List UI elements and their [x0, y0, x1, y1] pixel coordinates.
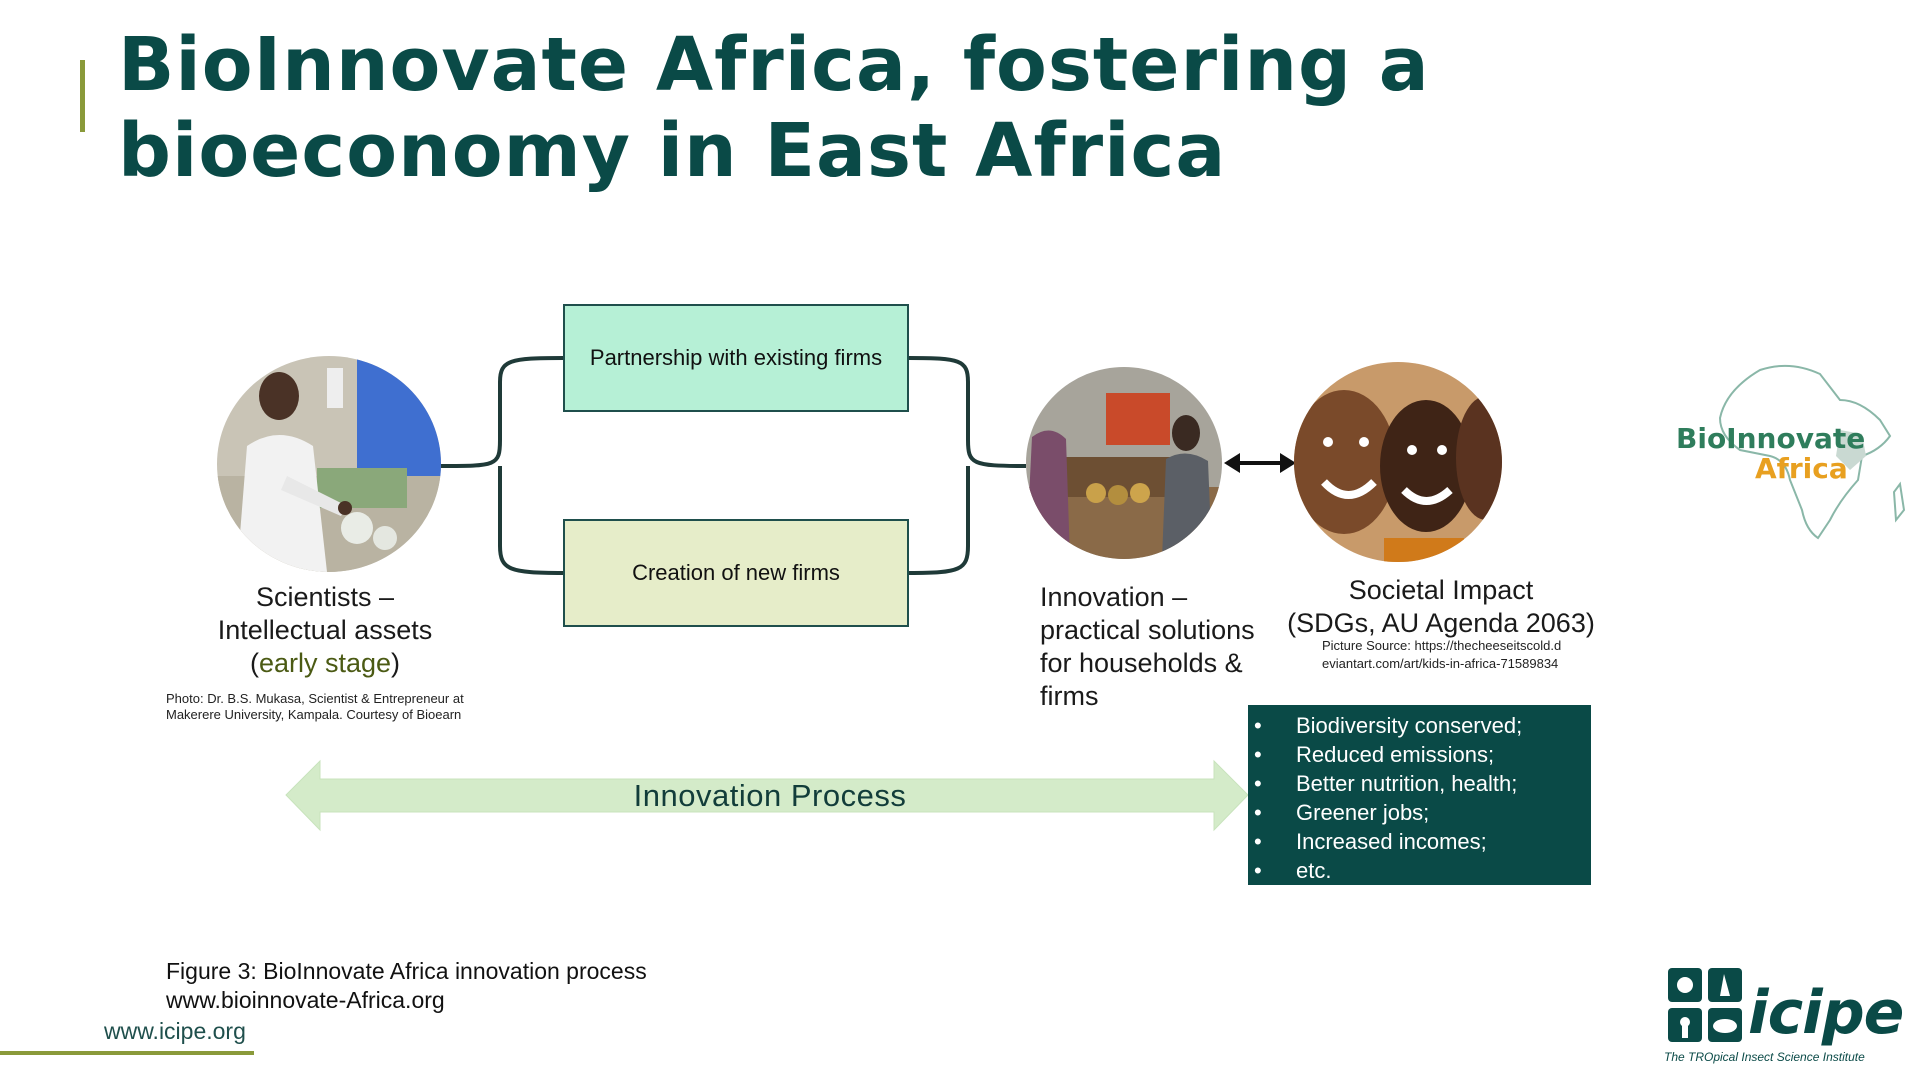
bioinnovate-logo-text: BioInnovate	[1676, 422, 1866, 455]
title-line-1: BioInnovate Africa, fostering a	[118, 22, 1430, 108]
innovation-line-1: Innovation –	[1040, 582, 1188, 612]
creation-box: Creation of new firms	[563, 519, 909, 627]
paren-close: )	[391, 648, 401, 678]
societal-impact-label: Societal Impact (SDGs, AU Agenda 2063)	[1276, 574, 1606, 640]
impact-item: Better nutrition, health;	[1248, 769, 1591, 798]
caption-line-2: www.bioinnovate-Africa.org	[166, 987, 445, 1013]
impact-line-1: Societal Impact	[1348, 575, 1534, 605]
figure-caption: Figure 3: BioInnovate Africa innovation …	[166, 957, 866, 1015]
photo-credit: Photo: Dr. B.S. Mukasa, Scientist & Entr…	[166, 691, 464, 722]
icipe-tagline: The TROpical Insect Science Institute	[1664, 1050, 1865, 1064]
bidirectional-arrow	[1224, 453, 1296, 473]
bioinnovate-logo-text-africa: Africa	[1755, 452, 1848, 485]
title-line-2: bioeconomy in East Africa	[118, 108, 1227, 194]
picture-source: Picture Source: https://thecheeseitscold…	[1322, 638, 1562, 671]
scientists-label: Scientists – Intellectual assets (early …	[180, 581, 470, 680]
impact-item: Reduced emissions;	[1248, 740, 1591, 769]
partnership-box: Partnership with existing firms	[563, 304, 909, 412]
impact-item: Greener jobs;	[1248, 798, 1591, 827]
impact-list: Biodiversity conserved; Reduced emission…	[1248, 705, 1591, 885]
impact-item: Biodiversity conserved;	[1248, 711, 1591, 740]
icipe-logo-icon	[1668, 968, 1742, 1042]
societal-impact-photo	[1294, 362, 1502, 562]
impact-item: Increased incomes;	[1248, 827, 1591, 856]
innovation-line-2: practical solutions	[1040, 615, 1255, 645]
paren-open: (	[249, 648, 259, 678]
impact-line-2: (SDGs, AU Agenda 2063)	[1287, 608, 1595, 638]
impact-item: etc.	[1248, 856, 1591, 885]
innovation-label: Innovation – practical solutions for hou…	[1040, 581, 1270, 713]
scientist-photo	[217, 356, 441, 572]
footer-accent-line	[0, 1051, 254, 1055]
innovation-photo	[1026, 367, 1222, 559]
icipe-logo-text: icipe	[1748, 978, 1904, 1048]
caption-line-1: Figure 3: BioInnovate Africa innovation …	[166, 958, 647, 984]
scientists-line-2: Intellectual assets	[217, 615, 433, 645]
innovation-line-3: for households &	[1040, 648, 1243, 678]
site-link[interactable]: www.icipe.org	[104, 1018, 246, 1044]
right-bracket	[908, 356, 1027, 575]
scientists-line-1: Scientists –	[255, 582, 395, 612]
innovation-process-label: Innovation Process	[633, 778, 907, 813]
africa-map-icon	[1718, 364, 1906, 540]
title-accent-bar	[80, 60, 85, 132]
page-title: BioInnovate Africa, fostering a bioecono…	[118, 22, 1818, 194]
early-stage-text: early stage	[258, 648, 392, 678]
scientists-line-3: (early stage)	[180, 647, 470, 680]
left-bracket	[439, 356, 564, 575]
innovation-line-4: firms	[1040, 681, 1099, 711]
